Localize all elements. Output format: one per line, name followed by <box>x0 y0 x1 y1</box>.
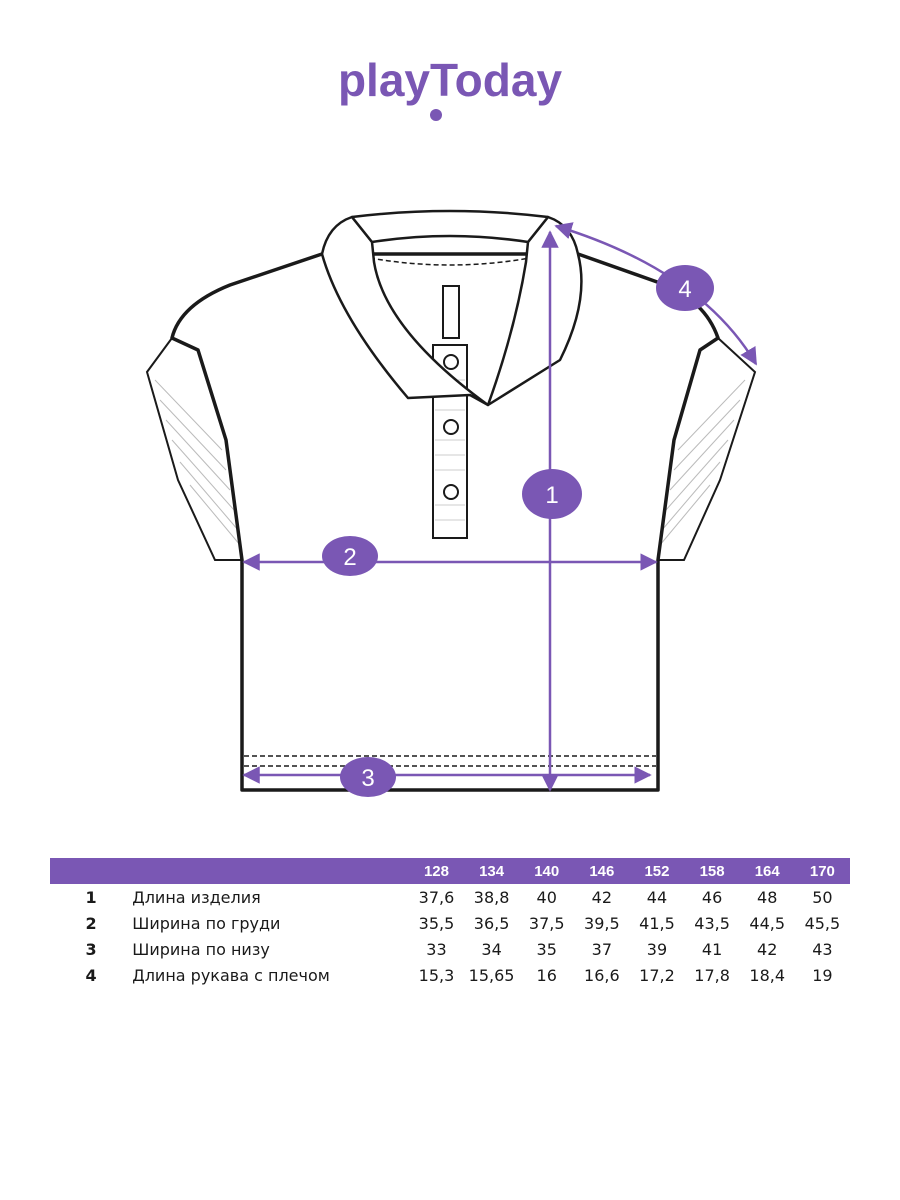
marker-label: 1 <box>545 482 558 509</box>
logo-dot <box>430 109 442 121</box>
button-icon <box>443 484 459 500</box>
row-name: Длина рукава с плечом <box>132 965 330 985</box>
table-row: 3 Ширина по низу 33 34 35 37 39 41 42 43 <box>50 936 850 962</box>
cell-value: 38,8 <box>473 887 510 907</box>
cell-value: 39 <box>646 939 668 959</box>
cell-value: 48 <box>757 887 778 907</box>
size-header: 140 <box>519 858 575 884</box>
header-blank <box>50 858 133 884</box>
row-number: 2 <box>85 913 97 933</box>
cell-value: 17,2 <box>639 965 675 985</box>
cell-value: 42 <box>591 887 612 907</box>
cell-value: 15,65 <box>468 965 515 985</box>
collar-back <box>350 209 550 244</box>
brand-logo: playToday <box>338 54 563 121</box>
cell-value: 16 <box>536 965 557 985</box>
cell-value: 43,5 <box>694 913 730 933</box>
collar-left <box>320 215 490 407</box>
row-number: 4 <box>85 965 97 985</box>
size-header: 128 <box>408 858 465 884</box>
table-row: 1 Длина изделия 37,6 38,8 40 42 44 46 48… <box>50 884 850 910</box>
table-row: 2 Ширина по груди 35,5 36,5 37,5 39,5 41… <box>50 910 850 936</box>
table-row: 4 Длина рукава с плечом 15,3 15,65 16 16… <box>50 962 850 988</box>
row-name: Ширина по груди <box>132 913 281 933</box>
cell-value: 37,5 <box>528 913 565 933</box>
cell-value: 45,5 <box>804 913 841 933</box>
marker-hem: 3 <box>340 757 396 797</box>
button-icon <box>443 419 459 435</box>
cell-value: 37 <box>591 939 612 959</box>
cell-value: 37,6 <box>418 887 455 907</box>
right-cuff-ribbing <box>659 379 746 546</box>
cell-value: 35,5 <box>418 913 455 933</box>
cell-value: 36,5 <box>473 913 510 933</box>
size-chart-table: 128 134 140 146 152 158 164 170 1 Длина … <box>50 858 850 988</box>
marker-length: 1 <box>522 469 582 519</box>
neckline-band <box>369 257 531 266</box>
cell-value: 35 <box>536 939 557 959</box>
size-header: 134 <box>464 858 520 884</box>
cell-value: 43 <box>812 939 833 959</box>
marker-label: 4 <box>678 276 691 303</box>
size-header: 152 <box>629 858 685 884</box>
inner-neck-tab <box>442 285 460 339</box>
marker-sleeve: 4 <box>656 265 714 311</box>
size-header: 146 <box>574 858 630 884</box>
row-number: 3 <box>85 939 97 959</box>
cell-value: 40 <box>536 887 557 907</box>
brand-logo-text: playToday <box>338 54 563 106</box>
marker-label: 3 <box>361 765 374 792</box>
cell-value: 46 <box>701 887 723 907</box>
cell-value: 34 <box>481 939 502 959</box>
cell-value: 44,5 <box>749 913 786 933</box>
polo-shirt-diagram: 1 2 3 4 <box>145 209 758 797</box>
row-name: Длина изделия <box>132 887 261 907</box>
cell-value: 41,5 <box>639 913 675 933</box>
cell-value: 44 <box>646 887 668 907</box>
cell-value: 41 <box>701 939 723 959</box>
marker-chest: 2 <box>322 536 378 576</box>
cell-value: 50 <box>812 887 833 907</box>
row-name: Ширина по низу <box>132 939 270 959</box>
cell-value: 42 <box>757 939 778 959</box>
header-blank <box>132 858 409 884</box>
cell-value: 16,6 <box>584 965 620 985</box>
cell-value: 39,5 <box>584 913 620 933</box>
size-header: 158 <box>684 858 740 884</box>
cell-value: 17,8 <box>694 965 730 985</box>
cell-value: 18,4 <box>749 965 786 985</box>
cell-value: 15,3 <box>418 965 455 985</box>
marker-label: 2 <box>343 544 356 571</box>
size-header: 170 <box>794 858 850 884</box>
size-header-row: 128 134 140 146 152 158 164 170 <box>50 858 850 884</box>
row-number: 1 <box>85 887 97 907</box>
cell-value: 33 <box>426 939 447 959</box>
button-icon <box>443 354 459 370</box>
cell-value: 19 <box>812 965 833 985</box>
left-cuff-ribbing <box>154 379 241 546</box>
size-header: 164 <box>739 858 795 884</box>
